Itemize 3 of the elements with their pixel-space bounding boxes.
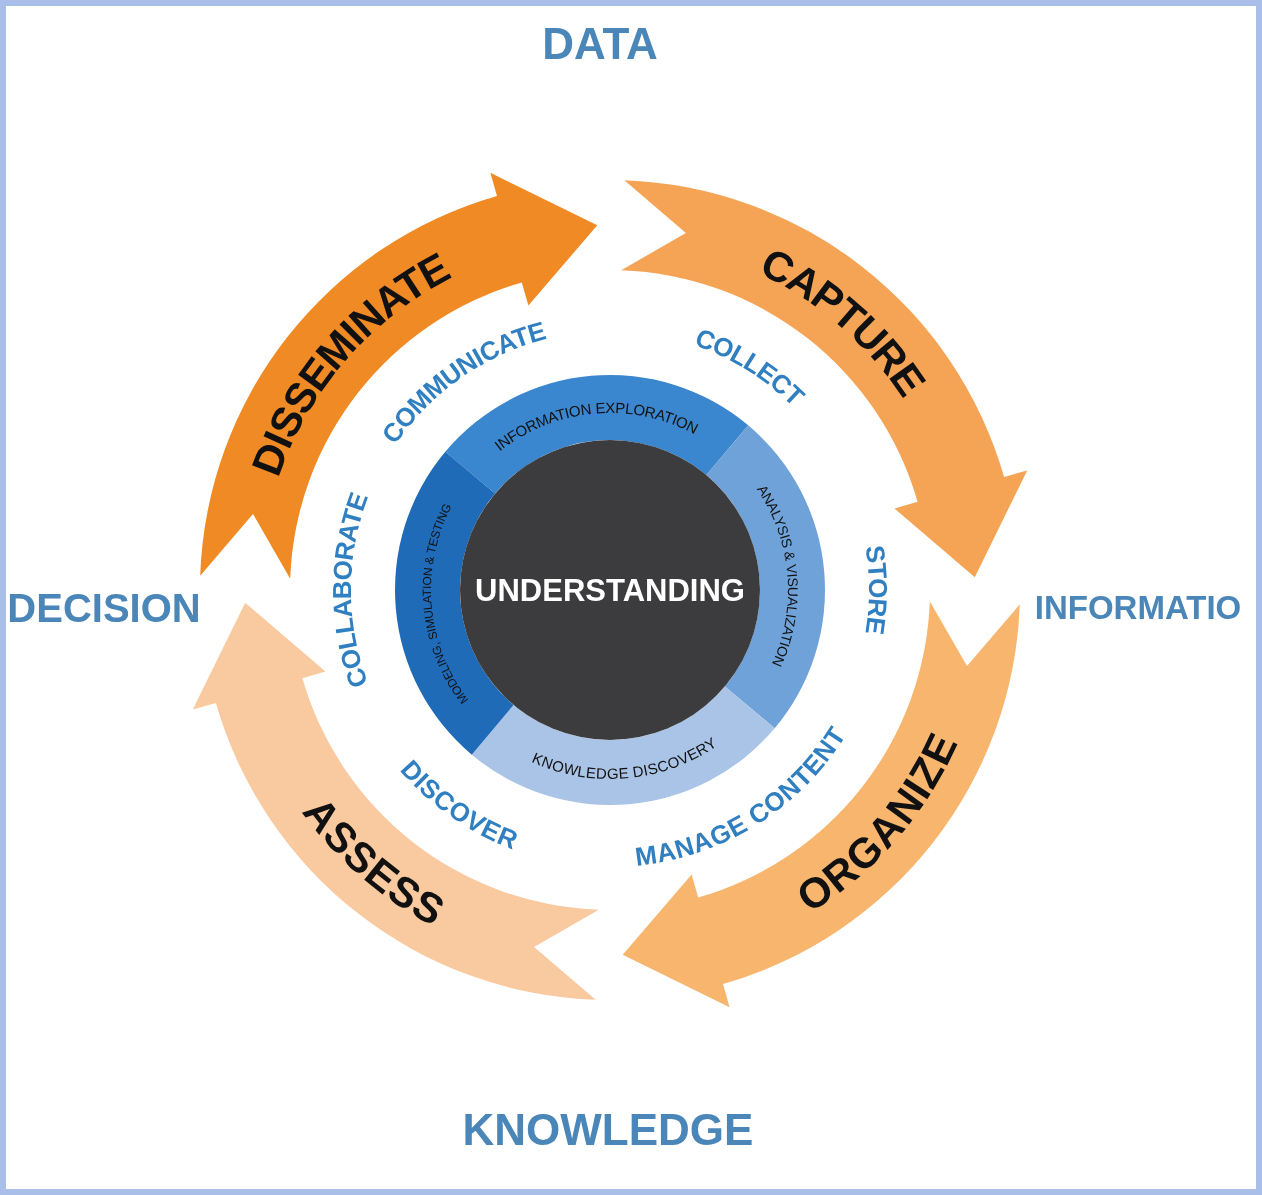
stage-label: DATA (542, 19, 658, 69)
stage-label: INFORMATIO (1034, 589, 1242, 627)
stage-label: KNOWLEDGE (462, 1105, 754, 1155)
